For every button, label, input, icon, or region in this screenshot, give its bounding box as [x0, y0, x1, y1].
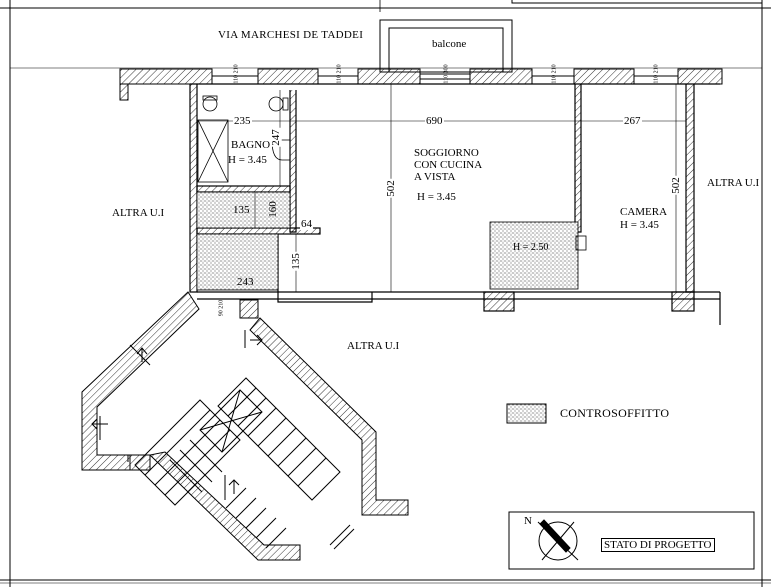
dim-camera-width: 267 [623, 115, 642, 127]
neighbour-left: ALTRA U.I [112, 207, 165, 219]
soggiorno-name-1: SOGGIORNO [414, 147, 479, 159]
legend-label: CONTROSOFFITTO [560, 406, 670, 420]
soggiorno-name-3: A VISTA [414, 171, 456, 183]
neighbour-bottom: ALTRA U.I [347, 340, 400, 352]
kitchen-cabinet [575, 235, 587, 251]
soggiorno-height: H = 3.45 [417, 191, 456, 203]
balcony-label: balcone [432, 38, 467, 50]
window-5-label: 110 210 [653, 64, 660, 84]
window-2-label: 110 210 [336, 64, 343, 84]
shower-tray [197, 119, 229, 183]
window-4-label: 110 210 [551, 64, 558, 84]
false-ceiling-corridor [196, 191, 291, 229]
dim-camera-depth: 502 [669, 176, 682, 195]
legend-swatch [506, 403, 547, 424]
soggiorno-name-2: CON CUCINA [414, 159, 483, 171]
flow-arrows [91, 334, 263, 494]
balcony-door-label: 110 300 [443, 64, 450, 84]
toilet [268, 96, 284, 112]
balcony [379, 19, 513, 73]
dim-soggiorno-width: 690 [425, 115, 444, 127]
entrance-label: 90 210 [218, 299, 225, 317]
bagno-height: H = 3.45 [228, 154, 267, 166]
dim-partial-160: 160 [266, 201, 279, 218]
north-arrow-icon [537, 519, 579, 561]
dim-bagno-width: 235 [233, 115, 252, 127]
dim-bagno-height: 247 [269, 128, 282, 147]
project-status: STATO DI PROGETTO [601, 538, 715, 552]
dim-partial-243: 243 [237, 276, 254, 288]
window-1-label: 110 210 [233, 64, 240, 84]
false-ceiling-zones [196, 191, 579, 291]
facade-wall [119, 68, 723, 101]
bidet [202, 96, 218, 112]
apartment-walls [189, 83, 721, 325]
camera-name: CAMERA [620, 206, 668, 218]
north-label: N [524, 515, 532, 527]
dim-partial-135: 135 [233, 204, 250, 216]
bagno-name: BAGNO [231, 139, 271, 151]
dim-corridor: 135 [289, 252, 302, 271]
dim-soggiorno-depth: 502 [384, 179, 397, 198]
title-block [508, 511, 755, 570]
staircase [81, 291, 409, 561]
neighbour-right: ALTRA U.I [707, 177, 760, 189]
false-ceiling-kitchen [489, 221, 579, 290]
dim-step-64: 64 [300, 218, 313, 230]
camera-height: H = 3.45 [620, 219, 659, 231]
false-ceiling-height: H = 2.50 [513, 242, 549, 253]
false-ceiling-entrance [196, 233, 279, 291]
street-label: VIA MARCHESI DE TADDEI [218, 29, 364, 41]
